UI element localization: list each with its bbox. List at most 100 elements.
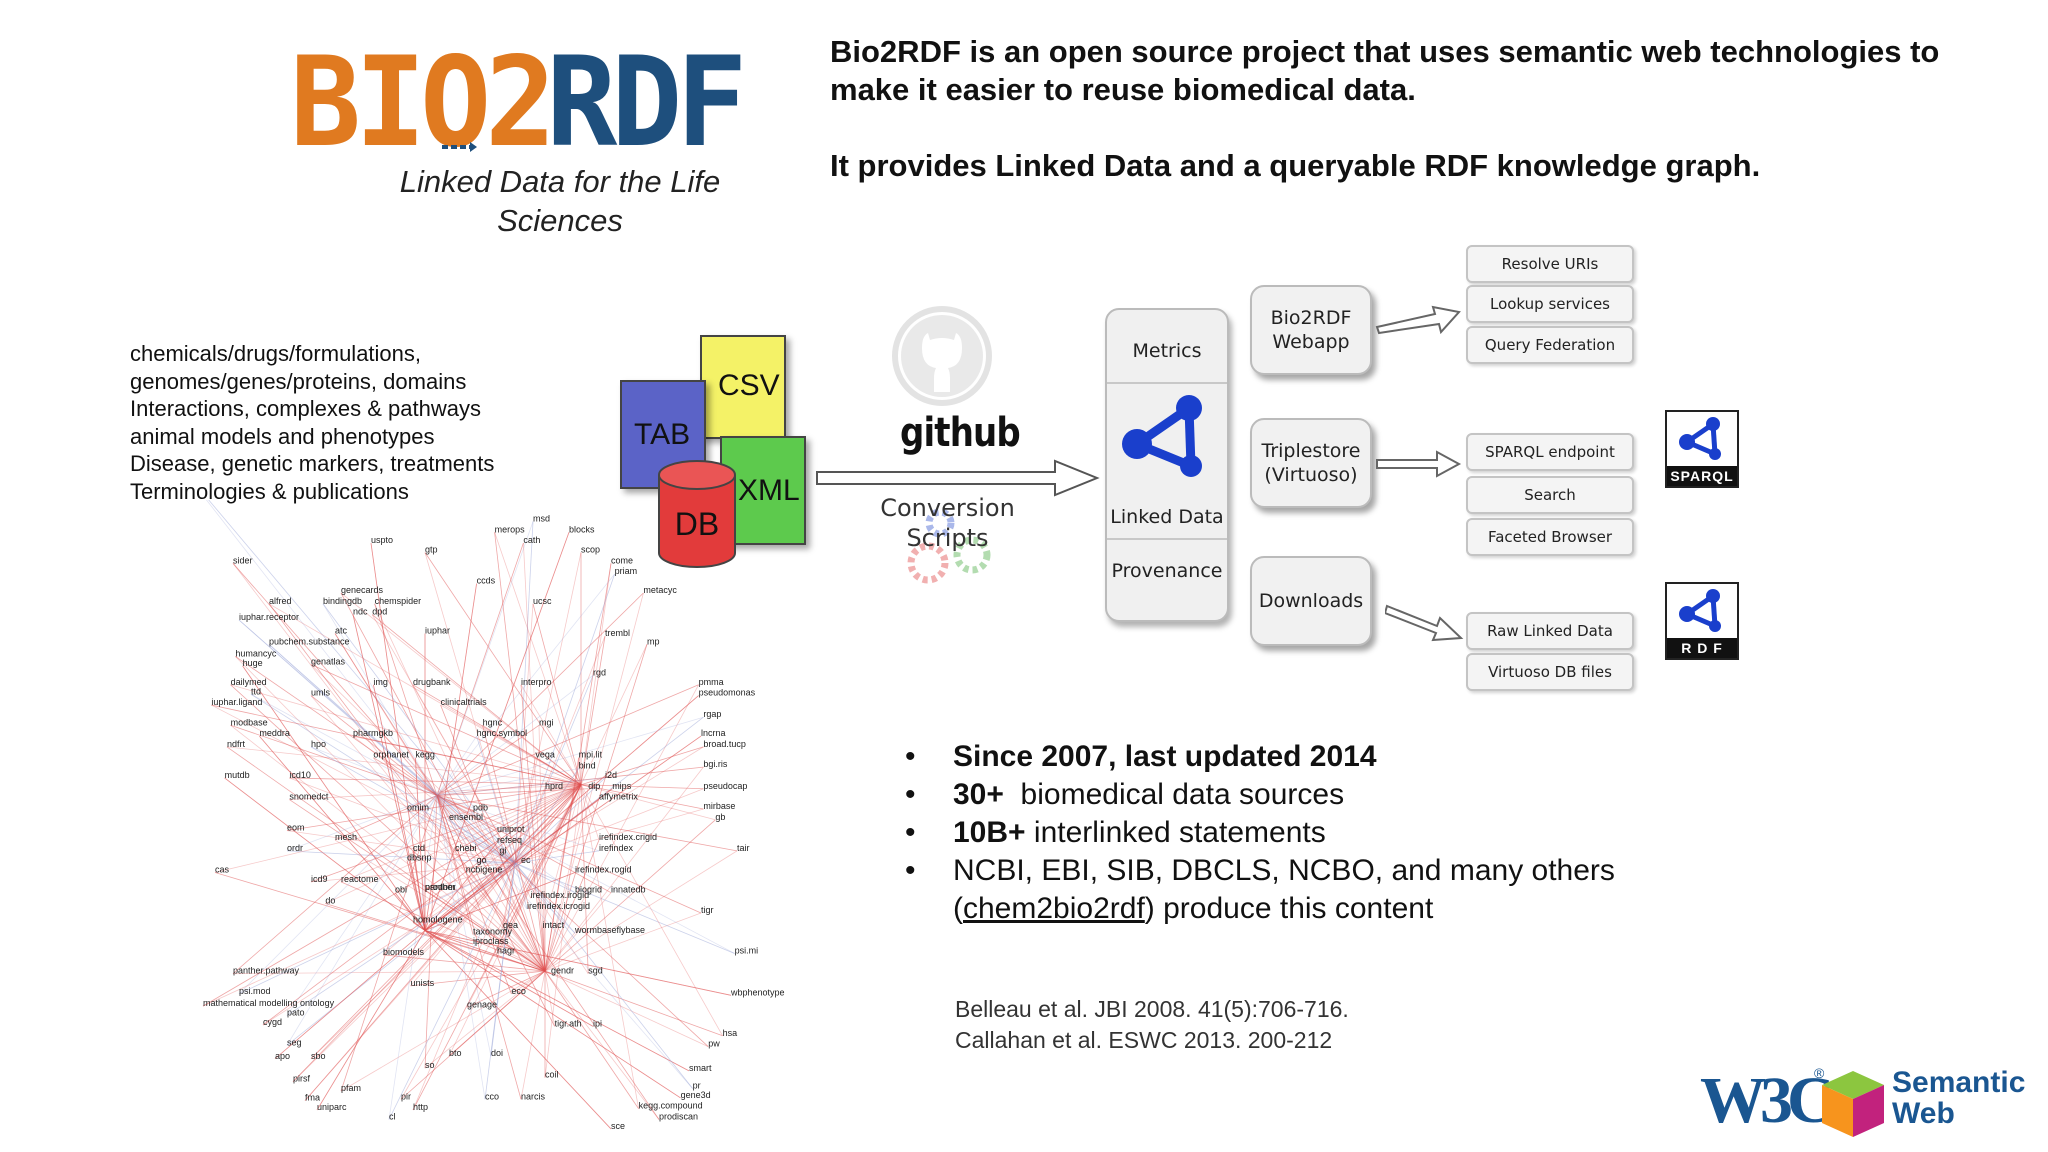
network-edge <box>232 563 438 796</box>
network-node-label: i2d <box>605 770 617 780</box>
network-node-label: dailymed <box>231 677 267 687</box>
network-node-label: affymetrix <box>599 792 638 802</box>
xml-label: XML <box>738 474 800 507</box>
network-edge <box>382 784 582 956</box>
network-node-label: narcis <box>521 1091 546 1101</box>
network-node-label: mirbase <box>703 801 735 811</box>
network-edge <box>394 892 426 931</box>
network-node-label: ctd <box>413 843 425 853</box>
network-node-label: pseudomonas <box>699 688 756 698</box>
network-edge <box>424 872 576 931</box>
network-node-label: irefindex.rogid <box>575 864 632 874</box>
network-edge <box>371 614 516 864</box>
network-edge <box>580 784 589 974</box>
network-edge <box>322 603 438 796</box>
network-edge <box>214 872 546 972</box>
network-node-label: go <box>477 855 487 865</box>
network-node-label: trembl <box>605 628 630 638</box>
network-node-label: refseq <box>497 835 522 845</box>
network-node-label: sbo <box>311 1051 326 1061</box>
network-edge <box>424 970 546 1069</box>
network-edge <box>406 860 426 931</box>
network-node-label: cygd <box>263 1017 282 1027</box>
network-edge <box>436 675 594 796</box>
bullet-text: interlinked statements <box>1025 816 1326 849</box>
network-node-label: ccds <box>477 576 496 586</box>
network-node-label: ensembl <box>449 812 483 822</box>
network-edge <box>410 970 546 987</box>
network-edge <box>542 784 582 928</box>
network-node-label: humancyc <box>235 648 277 658</box>
network-node-label: msd <box>533 513 550 523</box>
network-node-label: smart <box>689 1063 712 1073</box>
network-edge <box>424 795 438 1069</box>
linked-data-stack: Metrics Linked Data Provenance <box>1105 308 1229 622</box>
web-text: Web <box>1892 1097 1955 1130</box>
network-edge <box>286 862 516 1016</box>
network-edge <box>371 614 582 786</box>
network-edge <box>514 552 582 864</box>
network-edge <box>274 930 426 1060</box>
bullet-dot-icon: • <box>905 740 916 773</box>
bullet-open-paren: ( <box>953 892 963 925</box>
network-edge <box>544 970 660 1120</box>
sparql-caption: SPARQL <box>1667 466 1737 486</box>
network-node-label: kegg.compound <box>639 1101 703 1111</box>
network-edge <box>310 695 438 796</box>
category-line: Interactions, complexes & pathways <box>130 396 481 421</box>
network-edge <box>373 684 426 931</box>
network-node-label: eom <box>287 823 305 833</box>
network-node-label: cas <box>215 864 230 874</box>
network-node-label: orphanet <box>373 750 409 760</box>
chem2bio2rdf-link[interactable]: chem2bio2rdf <box>963 892 1145 925</box>
virtuoso-db-files-pill: Virtuoso DB files <box>1466 653 1634 691</box>
category-line: animal models and phenotypes <box>130 423 435 449</box>
bullet-item: •30+ biomedical data sources <box>905 776 2025 814</box>
network-edge <box>476 735 516 864</box>
network-edge <box>238 795 438 995</box>
bullet-bold: 10B+ <box>953 816 1026 849</box>
network-edge <box>532 603 582 785</box>
network-edge <box>224 777 426 931</box>
bullet-dot-icon: • <box>905 816 916 849</box>
network-edge <box>436 592 644 796</box>
network-edge <box>410 784 582 987</box>
network-edge <box>544 839 600 972</box>
network-node-label: hagr <box>497 945 515 955</box>
network-edge <box>514 862 735 954</box>
network-node-label: innatedb <box>611 885 646 895</box>
network-edge <box>580 784 716 821</box>
network-node-label: reactome <box>341 874 379 884</box>
linked-data-label: Linked Data <box>1110 506 1224 528</box>
network-edge <box>544 644 648 972</box>
network-node-label: gi <box>499 846 506 856</box>
bullet-bold: Since 2007, last updated 2014 <box>953 740 1377 773</box>
network-edge <box>514 862 576 934</box>
lookup-services-pill: Lookup services <box>1466 285 1634 323</box>
network-edge <box>304 862 516 1101</box>
network-node-label: pdb <box>473 802 488 812</box>
network-node-label: uniprot <box>497 824 525 834</box>
network-edge <box>436 766 704 796</box>
network-edge <box>542 927 546 972</box>
network-node-label: psi.mi <box>735 945 759 955</box>
network-edge <box>325 784 582 904</box>
network-edge <box>334 839 546 972</box>
network-edge <box>316 930 426 1111</box>
network-node-label: biogrid <box>575 885 602 895</box>
network-node-label: icd9 <box>311 874 328 884</box>
network-edge <box>424 930 594 1027</box>
network-edge <box>424 532 570 931</box>
db-label: DB <box>675 506 719 542</box>
rdf-graph-icon <box>1679 589 1721 632</box>
network-edge <box>238 862 516 995</box>
network-node-label: taxonomy <box>473 927 513 937</box>
network-node-label: so <box>425 1060 435 1070</box>
network-node-label: pseudocap <box>703 781 747 791</box>
network-edge <box>482 725 546 972</box>
logo-bio: BIO <box>290 29 491 175</box>
network-node-label: clinicaltrials <box>441 697 488 707</box>
network-edge <box>224 777 426 931</box>
network-edge <box>514 636 606 864</box>
network-edge <box>424 930 612 1130</box>
